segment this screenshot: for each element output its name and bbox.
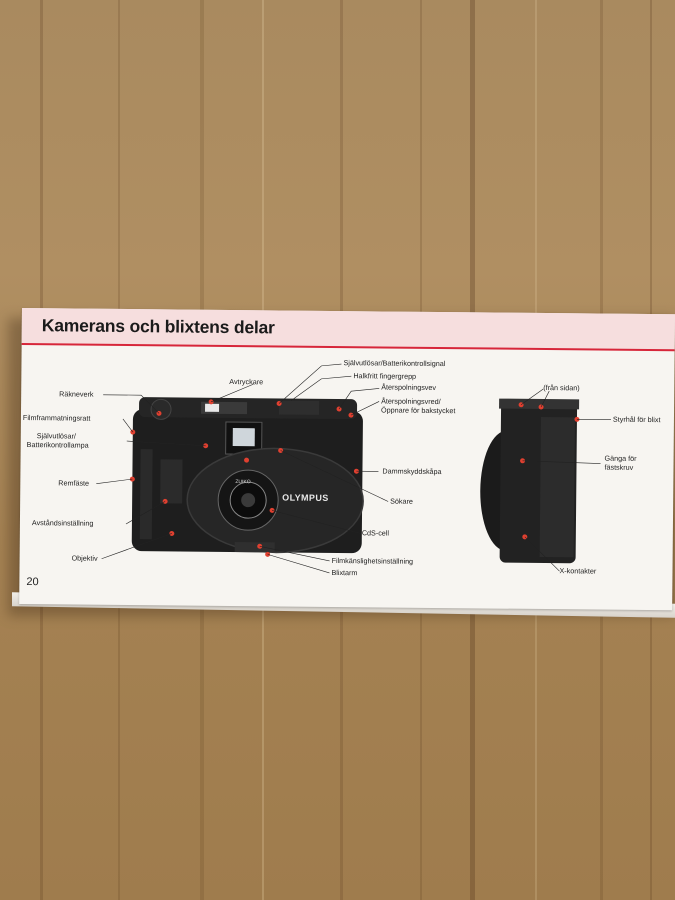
label-halkfritt-fingergrepp: Halkfritt fingergrepp (353, 371, 417, 381)
label-fran-sidan: (från sidan) (543, 383, 580, 393)
label-styrhal: Styrhål för blixt (612, 414, 661, 425)
label-objektiv: Objektiv (71, 553, 98, 563)
label-avstandsinstallning: Avståndsinställning (31, 518, 94, 528)
camera-side-view (480, 398, 580, 564)
label-aterspolningsvred-line2: Öppnare för bakstycket (380, 405, 456, 416)
label-filmframmatningsratt: Filmframmatningsratt (22, 413, 91, 423)
camera-diagram (96, 363, 611, 574)
page-number: 20 (26, 576, 39, 589)
camera-lens-text: ZUIKO (235, 479, 251, 486)
manual-page: Kamerans och blixtens delar (19, 308, 675, 611)
label-avtryckare: Avtryckare (229, 376, 264, 387)
label-sjalvutlosare-signal: Självutlösar/Batterikontrollsignal (343, 358, 446, 369)
label-filmkanslighet: Filmkänslighetsinställning (331, 555, 414, 566)
label-sokare: Sökare (390, 496, 413, 506)
camera-brand-text: OLYMPUS (282, 492, 329, 503)
label-x-kontakter: X-kontakter (559, 566, 597, 576)
label-blixtarm: Blixtarm (331, 567, 358, 578)
label-dammskyddskapa: Dammskyddskåpa (382, 466, 442, 477)
label-aterspolningsvev: Återspolningsvev (381, 382, 437, 392)
label-remfaste: Remfäste (58, 478, 90, 488)
camera-front-view (129, 397, 364, 557)
label-cds-cell: CdS-cell (361, 528, 390, 538)
leader-lines (96, 363, 611, 574)
label-ganga-line2: fästskruv (604, 462, 634, 472)
label-sjalvutlosare-line2: Batterikontrollampa (26, 440, 89, 450)
label-rakneverk: Räkneverk (59, 389, 94, 399)
